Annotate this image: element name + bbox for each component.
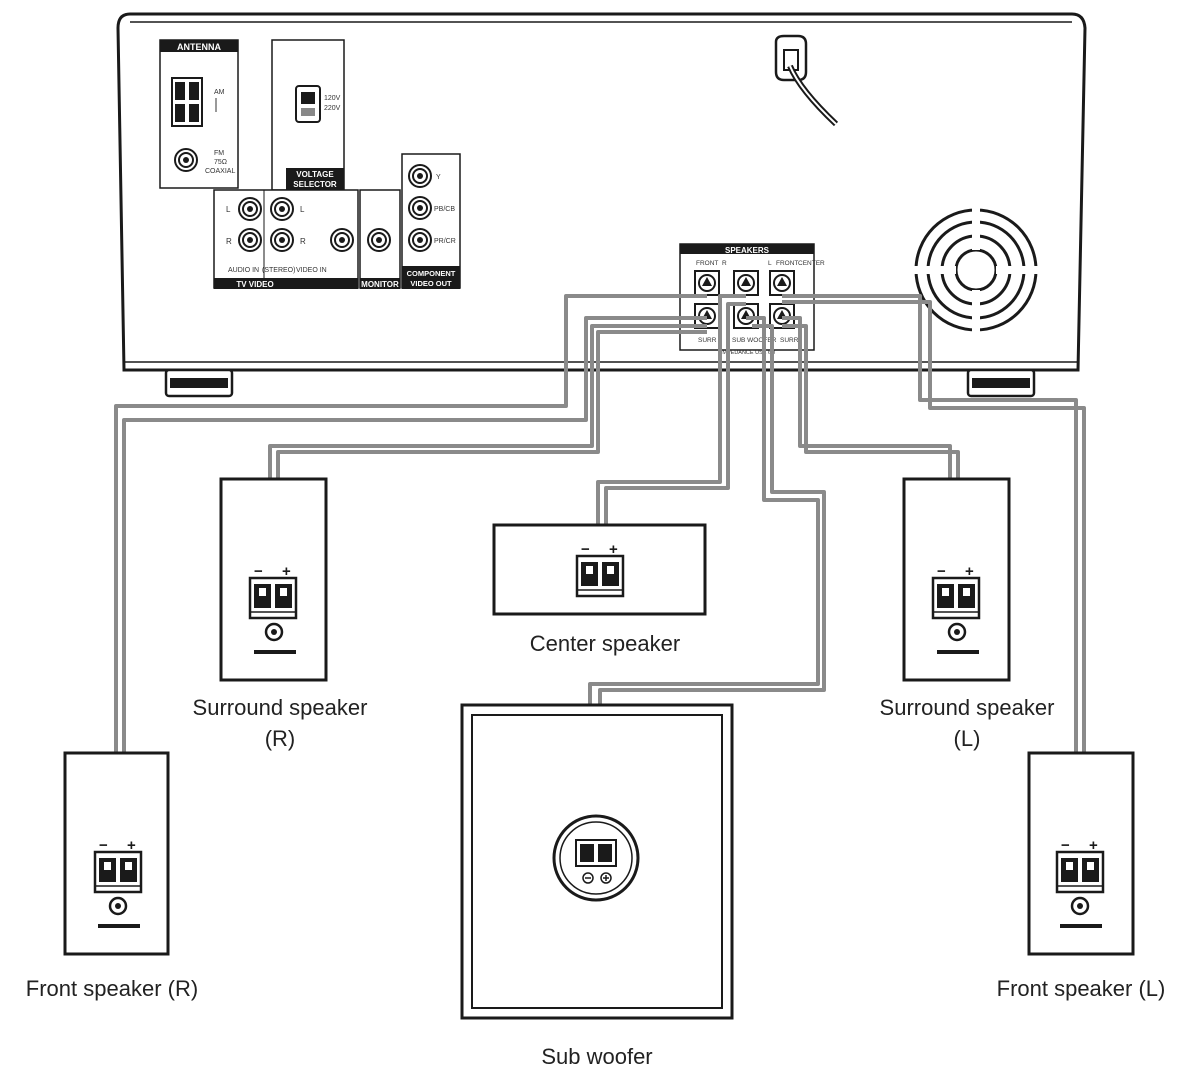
terminal: −+ — [1055, 837, 1105, 894]
svg-text:PR/CR: PR/CR — [434, 238, 456, 245]
wire-front-l-2 — [782, 300, 1086, 844]
audio-in-r-jack — [238, 228, 262, 252]
impedance-label: IMPEDANCE USE 6Ω — [721, 350, 775, 356]
component-label: COMPONENT — [407, 269, 456, 278]
terminal: −+ — [575, 541, 625, 598]
fm-sub-label: 75Ω — [214, 159, 227, 166]
wire-center-2 — [604, 302, 746, 548]
center-caption: Center speaker — [529, 631, 681, 656]
voltage-option-2: 220V — [324, 105, 341, 112]
video-in-label: VIDEO IN — [296, 267, 327, 274]
wire-center-1 — [596, 294, 746, 548]
wire-front-l-1 — [782, 294, 1078, 844]
terminal-minus-sign: − — [581, 541, 590, 558]
audio-in-label-2: (STEREO) — [262, 267, 295, 274]
svg-text:SURR: SURR — [780, 337, 799, 344]
front-speaker-r: −+ — [63, 751, 170, 956]
component-pr-jack — [408, 228, 432, 252]
terminal-plus-sign: + — [282, 563, 291, 580]
video-out-label: VIDEO OUT — [410, 279, 452, 288]
surround-speaker-r: −+ — [219, 477, 328, 682]
subwoofer-caption: Sub woofer — [541, 1044, 653, 1069]
subwoofer — [460, 703, 734, 1020]
terminal-minus-sign: − — [937, 563, 946, 580]
front-speaker-l: −+ — [1027, 751, 1135, 956]
svg-text:L: L — [300, 205, 305, 214]
subwoofer-terminal-label: SUB WOOFER — [732, 337, 777, 344]
terminal: −+ — [248, 563, 298, 620]
voltage-label: VOLTAGE — [296, 170, 334, 179]
surround-speaker-l: −+ — [902, 477, 1011, 682]
audio-in-l-jack — [238, 197, 262, 221]
svg-text:FRONT: FRONT — [776, 260, 798, 267]
tv-video-label: TV VIDEO — [236, 280, 273, 289]
terminal-plus-sign: + — [965, 563, 974, 580]
svg-text:Y: Y — [436, 174, 441, 181]
svg-text:R: R — [722, 260, 727, 267]
wire-front-r-1 — [114, 294, 707, 844]
svg-text:L: L — [226, 205, 231, 214]
wire-subwoofer-2 — [598, 324, 826, 850]
voltage-label-2: SELECTOR — [293, 180, 337, 189]
am-label: AM — [214, 89, 225, 96]
antenna-block: ANTENNA AM FM 75Ω COAXIAL — [159, 39, 239, 189]
svg-text:PB/CB: PB/CB — [434, 206, 455, 213]
terminal-minus-sign: − — [254, 563, 263, 580]
center-speaker: −+ — [492, 523, 707, 616]
surround-r-caption-line1: Surround speaker — [192, 695, 368, 720]
component-pb-jack — [408, 196, 432, 220]
component-y-jack — [408, 164, 432, 188]
svg-text:R: R — [226, 237, 232, 246]
terminal-plus-sign: + — [609, 541, 618, 558]
center-terminal-label: CENTER — [798, 260, 825, 267]
terminal-minus-sign: − — [99, 837, 108, 854]
surround-r-caption-line2: (R) — [264, 726, 296, 751]
tv-video-block: L R L R AUDIO IN (STEREO) VIDEO IN TV VI… — [213, 189, 359, 289]
voltage-selector: 120V 220V VOLTAGE SELECTOR — [271, 39, 345, 191]
video-in-jack — [330, 228, 354, 252]
fm-coaxial-label: COAXIAL — [205, 168, 235, 175]
component-video-block: Y PB/CB PR/CR COMPONENT VIDEO OUT — [401, 153, 461, 289]
audio-in-r2-jack — [270, 228, 294, 252]
audio-in-label: AUDIO IN — [228, 267, 259, 274]
wire-front-r-2 — [122, 316, 707, 844]
surround-terminal-label: SURR — [698, 337, 717, 344]
terminal-plus-sign: + — [1089, 837, 1098, 854]
svg-text:L: L — [768, 260, 772, 267]
antenna-label: ANTENNA — [177, 42, 221, 52]
terminal-plus-sign: + — [127, 837, 136, 854]
surround-r-caption: Surround speaker (R) — [170, 692, 390, 754]
power-cord — [774, 34, 839, 127]
fm-label: FM — [214, 150, 224, 157]
fm-jack — [174, 148, 198, 172]
terminal: −+ — [93, 837, 143, 894]
surround-l-caption-line1: Surround speaker — [879, 695, 1055, 720]
terminal-minus-sign: − — [1061, 837, 1070, 854]
monitor-jack — [367, 228, 391, 252]
front-r-caption: Front speaker (R) — [25, 976, 199, 1001]
voltage-option-1: 120V — [324, 95, 341, 102]
monitor-block: MONITOR — [359, 189, 401, 289]
cooling-fan — [912, 206, 1040, 334]
monitor-label: MONITOR — [361, 280, 399, 289]
front-l-caption: Front speaker (L) — [996, 976, 1166, 1001]
audio-in-l2-jack — [270, 197, 294, 221]
terminal: −+ — [931, 563, 981, 620]
front-r-label: FRONT — [696, 260, 718, 267]
speakers-label: SPEAKERS — [725, 246, 770, 255]
wire-subwoofer-1 — [588, 316, 820, 850]
surround-l-caption-line2: (L) — [953, 726, 981, 751]
svg-text:R: R — [300, 237, 306, 246]
surround-l-caption: Surround speaker (L) — [857, 692, 1077, 754]
